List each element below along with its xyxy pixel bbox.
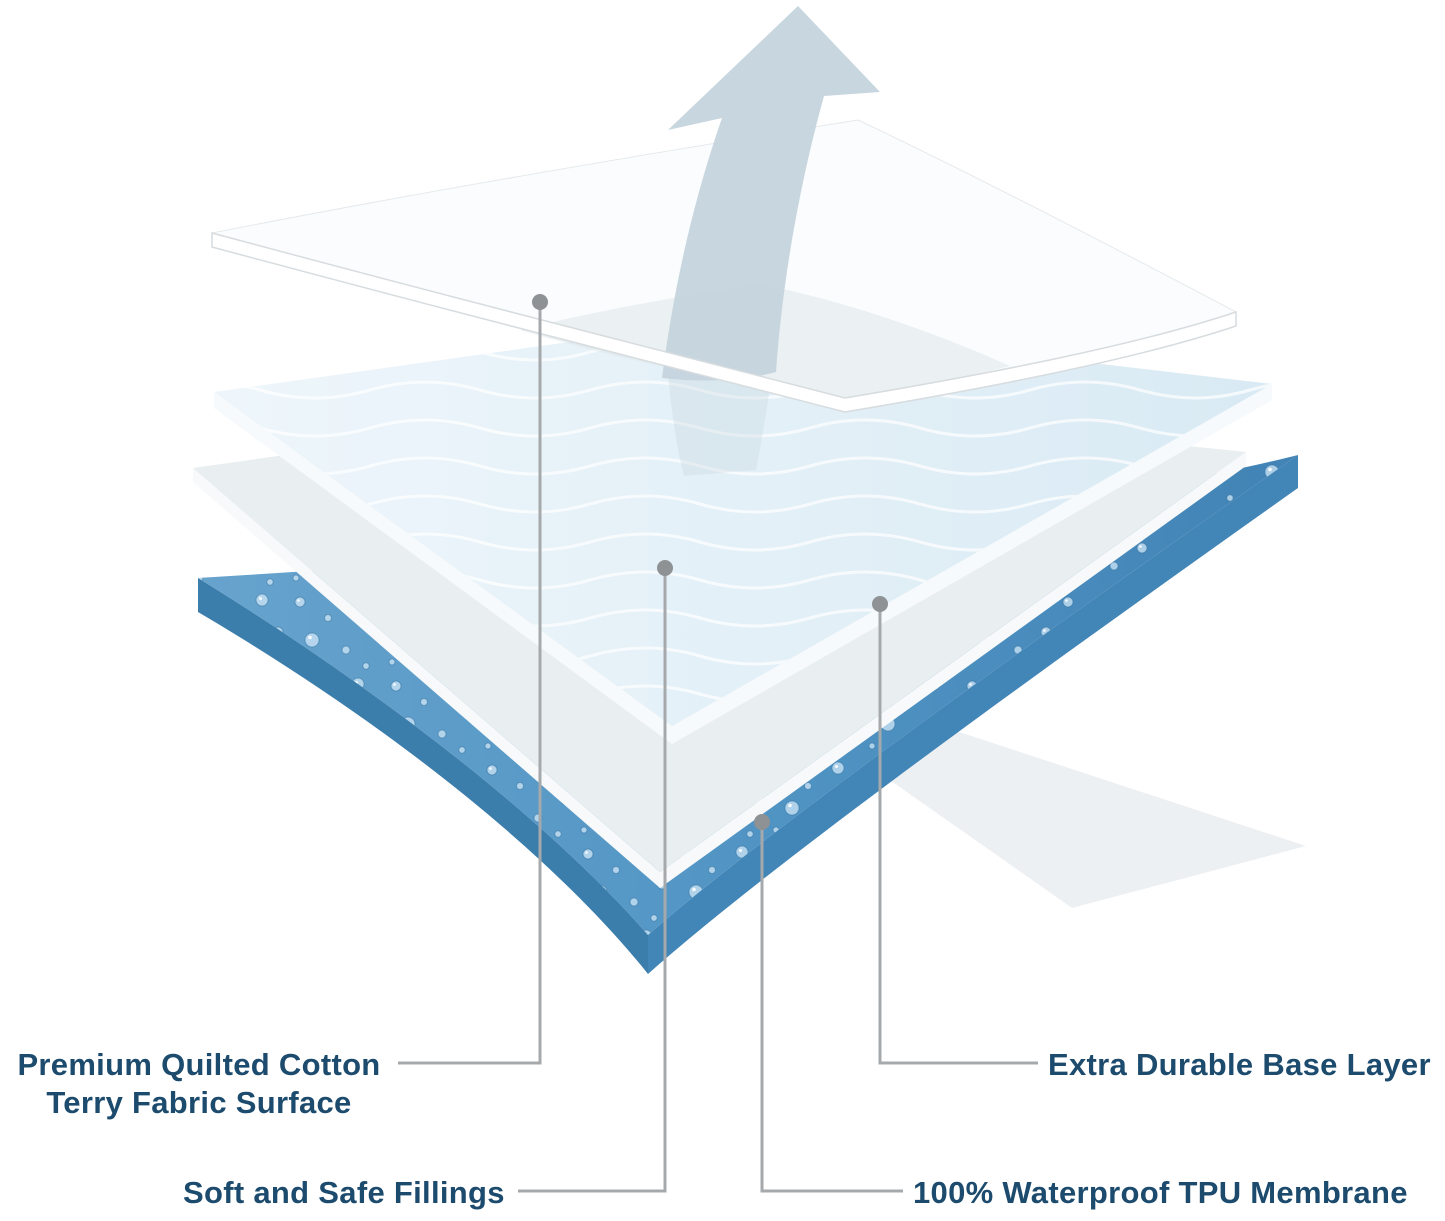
sheet-curl-edge [211, 232, 1237, 413]
callout-dot-quilted [532, 294, 548, 310]
label-waterproof-membrane: 100% Waterproof TPU Membrane [913, 1175, 1408, 1210]
callout-line-fillings [518, 568, 667, 1193]
callout-line-quilted [398, 302, 542, 1065]
callout-line-membrane [760, 822, 903, 1193]
arrow-tail-shadow [668, 372, 772, 476]
callout-dots [532, 294, 888, 830]
arrow-up-icon [662, 6, 880, 381]
callout-dot-membrane [754, 814, 770, 830]
callout-dot-fillings [657, 560, 673, 576]
label-base-layer: Extra Durable Base Layer [1048, 1047, 1431, 1082]
label-soft-fillings: Soft and Safe Fillings [183, 1175, 505, 1210]
label-quilted-surface: Premium Quilted Cotton Terry Fabric Surf… [8, 1046, 390, 1122]
callout-lines [398, 302, 1038, 1193]
label-quilted-line1: Premium Quilted Cotton [17, 1047, 381, 1082]
callout-dot-base [872, 596, 888, 612]
label-quilted-line2: Terry Fabric Surface [46, 1085, 352, 1120]
callout-line-base [878, 604, 1038, 1065]
base-sheet [856, 698, 1306, 908]
